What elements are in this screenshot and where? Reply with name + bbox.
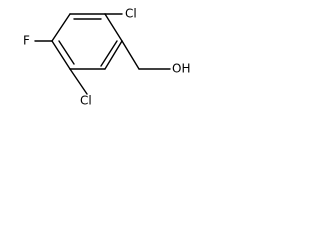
ring-double-bond-right (100, 40, 118, 67)
ring-bond-top-right-to-right-upper (104, 13, 123, 42)
fluorine-label: F (23, 34, 30, 48)
ring-bond-bottom-left-to-left (51, 40, 71, 70)
bond-to-chlorine-bottom (69, 68, 88, 95)
ring-double-bond-left (58, 40, 75, 65)
chlorine-bottom-label: Cl (80, 94, 92, 108)
substituent-bonds (34, 13, 171, 95)
chlorine-top-label: Cl (125, 7, 137, 21)
chemical-structure-diagram: Cl F Cl OH (0, 0, 198, 138)
hydroxyl-label: OH (172, 62, 190, 76)
molecule-drawing: Cl F Cl OH (23, 7, 190, 108)
ring-bond-left-to-top-left (51, 13, 71, 42)
bond-to-methylene (121, 40, 140, 70)
ring-bond-right-upper-to-right-lower (104, 40, 123, 70)
benzene-ring (51, 13, 123, 70)
